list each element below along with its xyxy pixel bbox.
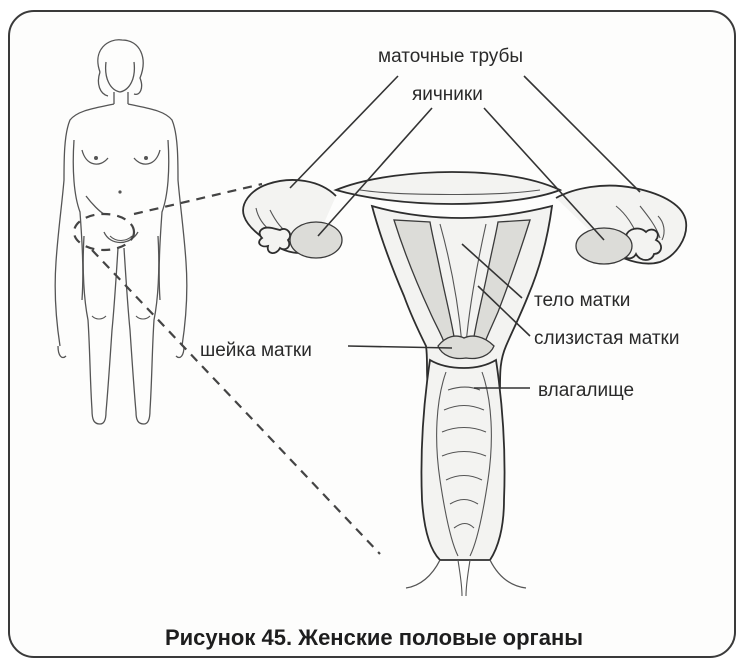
body-outline <box>55 40 187 424</box>
figure-caption: Рисунок 45. Женские половые органы <box>165 625 583 650</box>
label-vagina: влагалище <box>538 380 634 401</box>
label-uterine-mucosa: слизистая матки <box>534 328 680 349</box>
label-fallopian-tubes: маточные трубы <box>378 46 523 67</box>
right-ovary <box>576 228 632 264</box>
left-ovary <box>290 222 342 258</box>
label-uterus-body: тело матки <box>534 290 630 311</box>
label-ovaries: яичники <box>412 84 483 105</box>
label-cervix: шейка матки <box>200 340 312 361</box>
